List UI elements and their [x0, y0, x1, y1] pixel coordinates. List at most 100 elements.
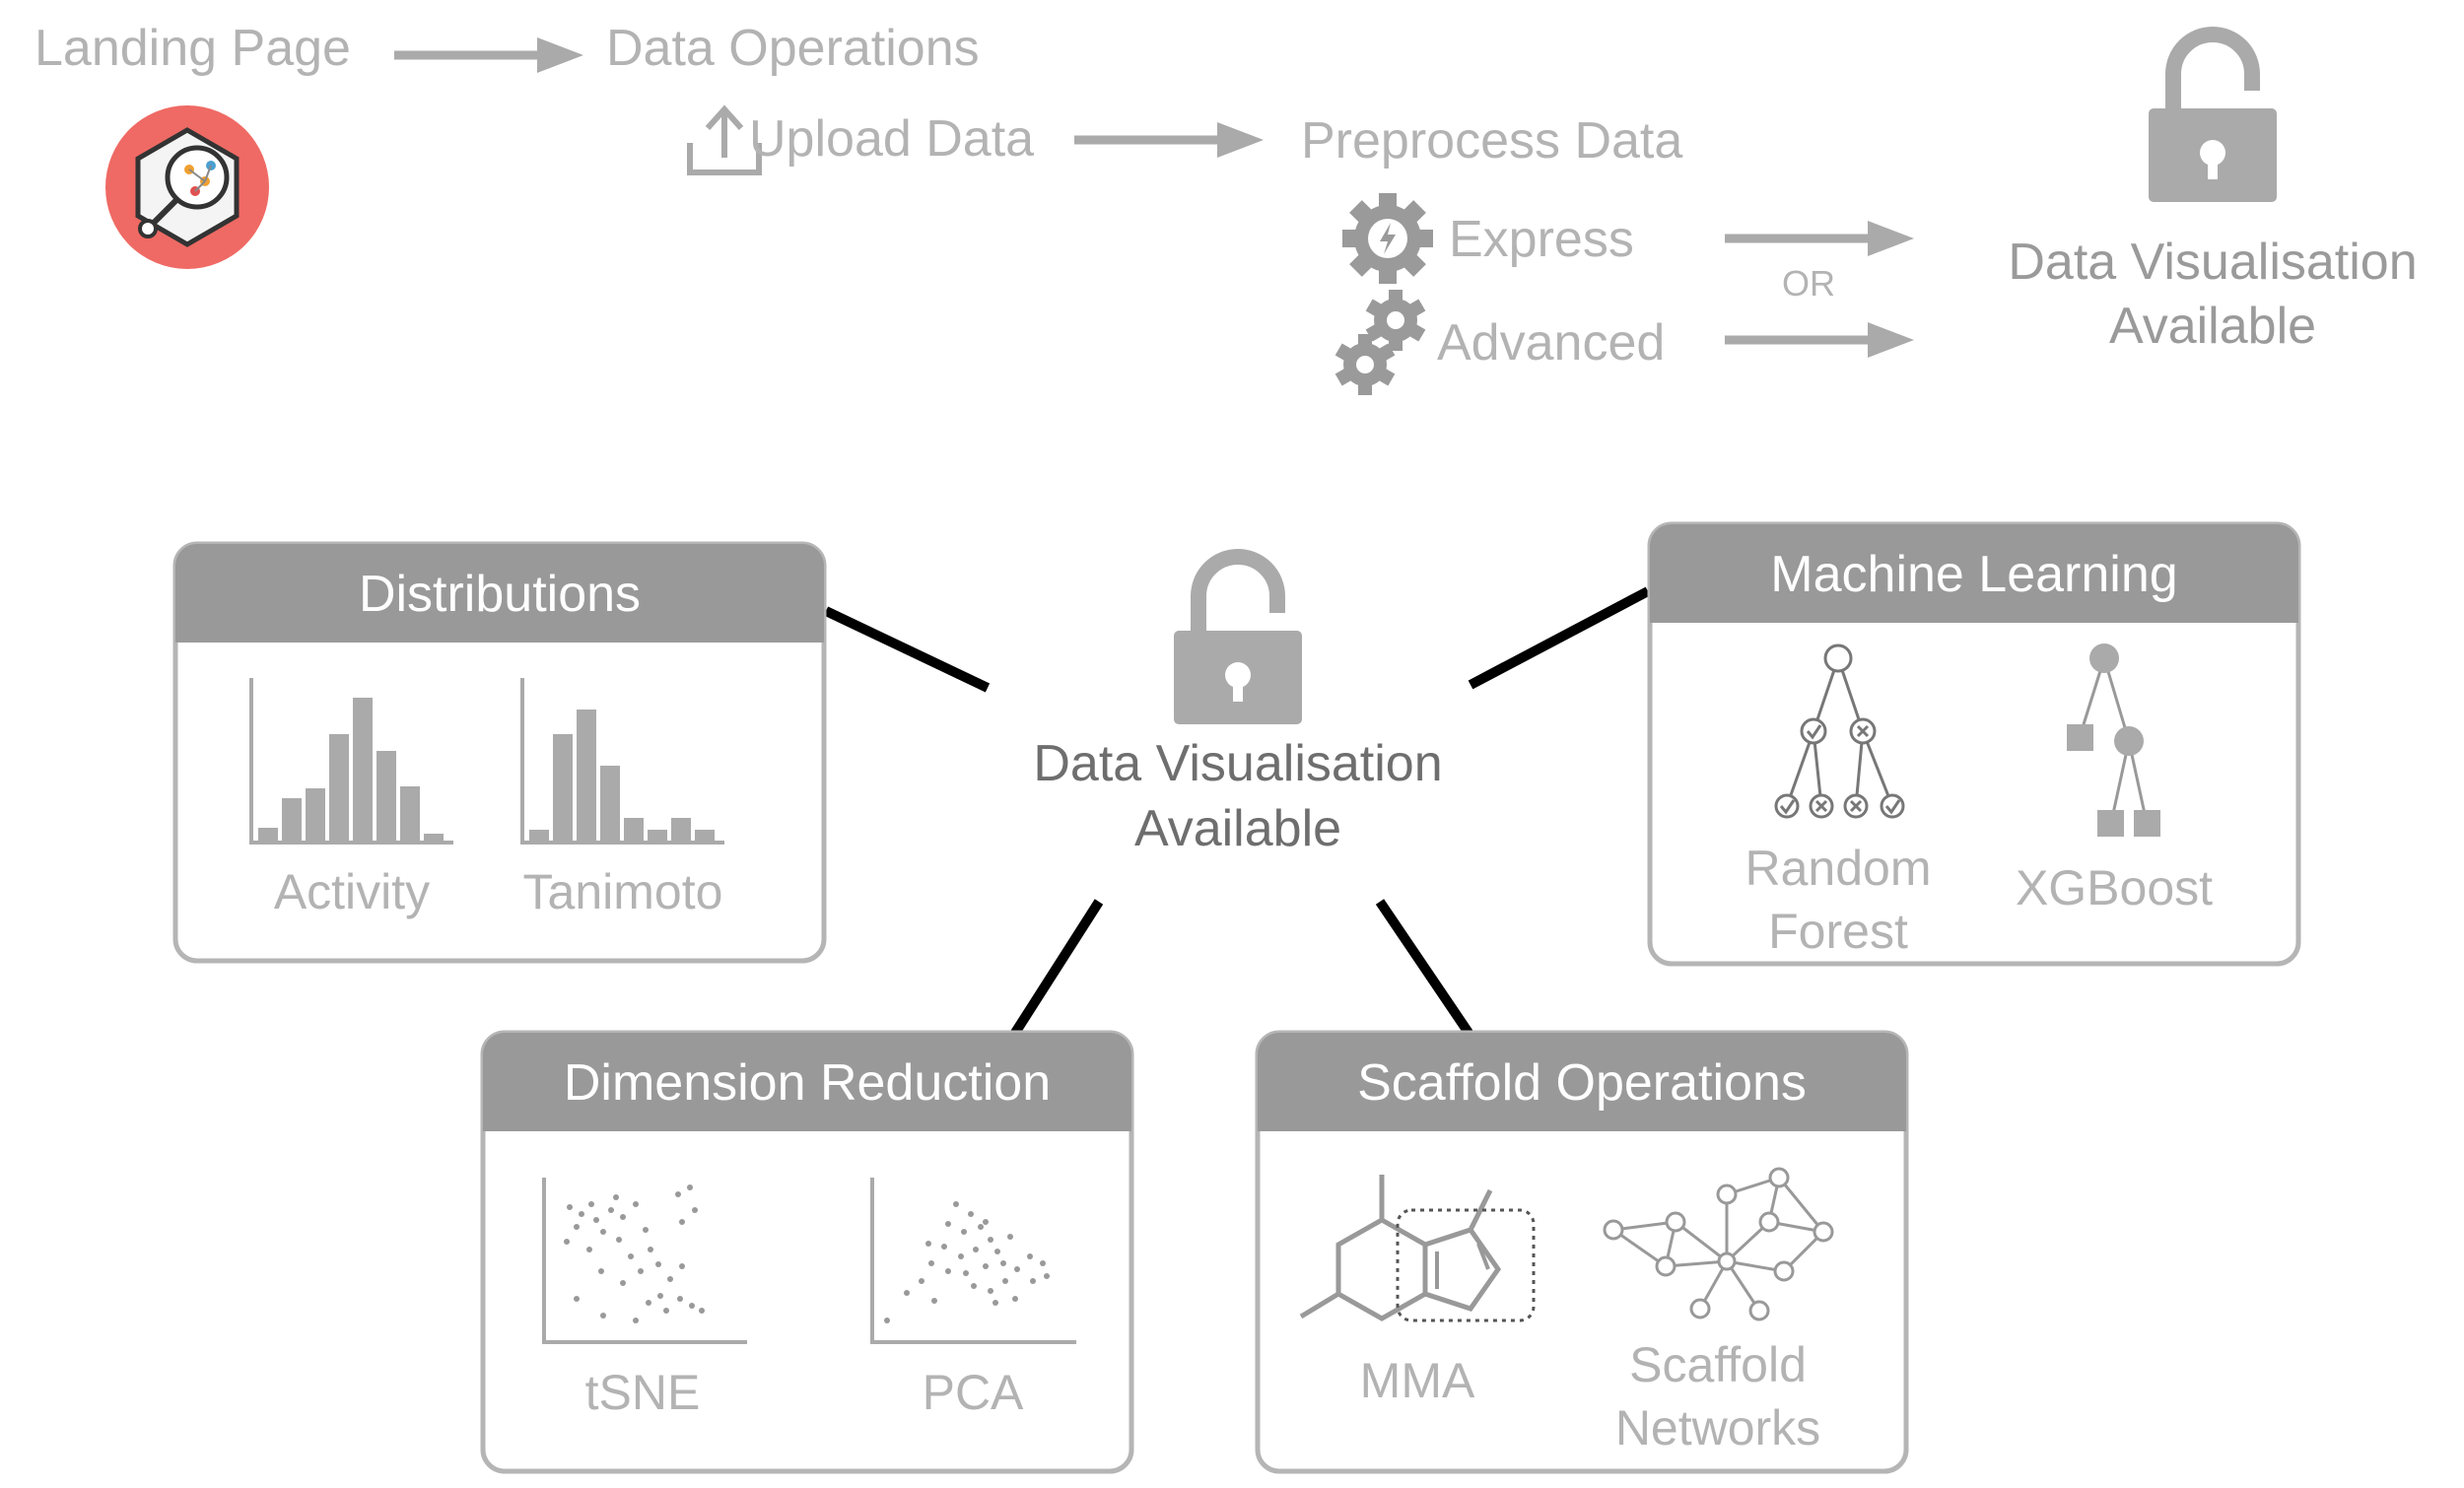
scatter-dot — [953, 1201, 959, 1207]
scatter-dot — [608, 1207, 614, 1213]
scatter-dot — [646, 1300, 651, 1306]
scatter-dot — [931, 1298, 937, 1304]
scatter-dot — [992, 1300, 998, 1306]
scatter-dot — [928, 1260, 934, 1266]
machine-learning-title: Machine Learning — [1770, 546, 2177, 603]
scatter-dot — [945, 1221, 951, 1227]
scatter-dot — [687, 1184, 693, 1190]
scatter-dot — [567, 1204, 573, 1210]
scatter-dot — [620, 1280, 626, 1286]
scatter-dot — [973, 1247, 979, 1252]
scatter-dot — [574, 1296, 580, 1302]
scatter-dot — [1027, 1253, 1033, 1259]
scatter-dot — [988, 1288, 993, 1294]
unlocked-padlock-icon-top — [2149, 27, 2277, 202]
scatter-dot — [598, 1268, 604, 1274]
distributions-title: Distributions — [359, 566, 641, 623]
pca-label: PCA — [923, 1365, 1024, 1420]
scatter-dot — [919, 1278, 924, 1284]
scaffold-networks-line2: Networks — [1615, 1400, 1820, 1455]
scatter-dot — [945, 1268, 951, 1274]
scatter-dot — [699, 1308, 705, 1314]
scatter-dot — [925, 1241, 931, 1247]
scatter-dot — [633, 1318, 639, 1323]
xgboost-label: XGBoost — [2016, 860, 2213, 915]
express-label: Express — [1449, 211, 1634, 268]
upload-data-label: Upload Data — [749, 110, 1034, 168]
dimension-reduction-panel: Dimension Reduction tSNE PCA — [480, 1030, 1134, 1474]
random-forest-line1: Random — [1745, 841, 1932, 896]
scatter-dot — [1007, 1234, 1013, 1240]
scatter-dot — [963, 1270, 969, 1276]
scatter-dot — [588, 1201, 594, 1207]
scatter-dot — [941, 1244, 947, 1250]
unlocked-padlock-icon-hub — [1174, 549, 1302, 724]
scatter-dot — [593, 1217, 599, 1223]
scatter-dot — [961, 1229, 967, 1235]
scatter-dot — [884, 1318, 890, 1323]
preprocess-data-label: Preprocess Data — [1301, 112, 1682, 169]
scatter-dot — [689, 1303, 695, 1309]
scatter-dot — [628, 1253, 634, 1259]
distributions-panel: Distributions Activity Tanimoto — [172, 541, 827, 964]
or-label: OR — [1782, 263, 1835, 304]
scatter-dot — [679, 1263, 685, 1269]
scatter-dot — [643, 1227, 649, 1233]
top-data-vis-line1: Data Visualisation — [2008, 234, 2417, 291]
scatter-dot — [679, 1219, 685, 1225]
scatter-dot — [983, 1263, 989, 1269]
scatter-dot — [638, 1268, 644, 1274]
tanimoto-histogram-icon — [520, 678, 724, 845]
scaffold-network-icon — [1603, 1167, 1834, 1321]
dimension-reduction-title: Dimension Reduction — [564, 1054, 1051, 1112]
scaffold-networks-line1: Scaffold — [1629, 1337, 1807, 1392]
machine-learning-panel: Machine Learning Random For — [1647, 521, 2301, 967]
scatter-dot — [1000, 1260, 1006, 1266]
scatter-dot — [1044, 1273, 1050, 1279]
tanimoto-label: Tanimoto — [523, 864, 723, 919]
hub-data-vis-line1: Data Visualisation — [1033, 735, 1442, 792]
arrow-express-to-vis — [1725, 221, 1914, 256]
scatter-dot — [1012, 1296, 1018, 1302]
scatter-dot — [600, 1313, 606, 1319]
scatter-dot — [574, 1224, 580, 1230]
scatter-dot — [692, 1207, 698, 1213]
pca-scatter-icon — [870, 1178, 1076, 1344]
scatter-dot — [616, 1237, 622, 1243]
app-logo-icon — [105, 105, 269, 269]
scatter-dot — [564, 1239, 570, 1245]
landing-page-label: Landing Page — [34, 20, 351, 77]
express-gear-icon — [1342, 193, 1433, 284]
scatter-dot — [677, 1296, 683, 1302]
mma-label: MMA — [1360, 1353, 1475, 1408]
scatter-dot — [1030, 1278, 1036, 1284]
scatter-dot — [600, 1229, 606, 1235]
scatter-dot — [958, 1253, 964, 1259]
activity-label: Activity — [274, 864, 430, 919]
hub-connectors — [823, 586, 1651, 1036]
scatter-dot — [971, 1283, 977, 1289]
tsne-scatter-icon — [542, 1178, 747, 1344]
scatter-dot — [994, 1249, 1000, 1254]
scatter-dot — [579, 1211, 584, 1217]
random-forest-line2: Forest — [1768, 904, 1908, 959]
advanced-gears-icon — [1335, 290, 1426, 395]
scaffold-operations-title: Scaffold Operations — [1357, 1054, 1807, 1112]
upload-icon — [687, 104, 762, 175]
data-operations-label: Data Operations — [606, 20, 980, 77]
scatter-dot — [983, 1219, 989, 1225]
scatter-dot — [620, 1214, 626, 1220]
scatter-dot — [1014, 1266, 1020, 1272]
scatter-dot — [655, 1261, 661, 1267]
scatter-dot — [1002, 1278, 1008, 1284]
scatter-dot — [968, 1211, 974, 1217]
activity-histogram-icon — [249, 678, 453, 845]
scatter-dot — [663, 1308, 669, 1314]
advanced-label: Advanced — [1437, 314, 1665, 372]
scatter-dot — [613, 1194, 619, 1200]
arrow-advanced-to-vis — [1725, 322, 1914, 358]
random-forest-tree-icon — [1774, 643, 1905, 819]
scatter-dot — [657, 1293, 663, 1299]
scatter-dot — [586, 1247, 592, 1252]
